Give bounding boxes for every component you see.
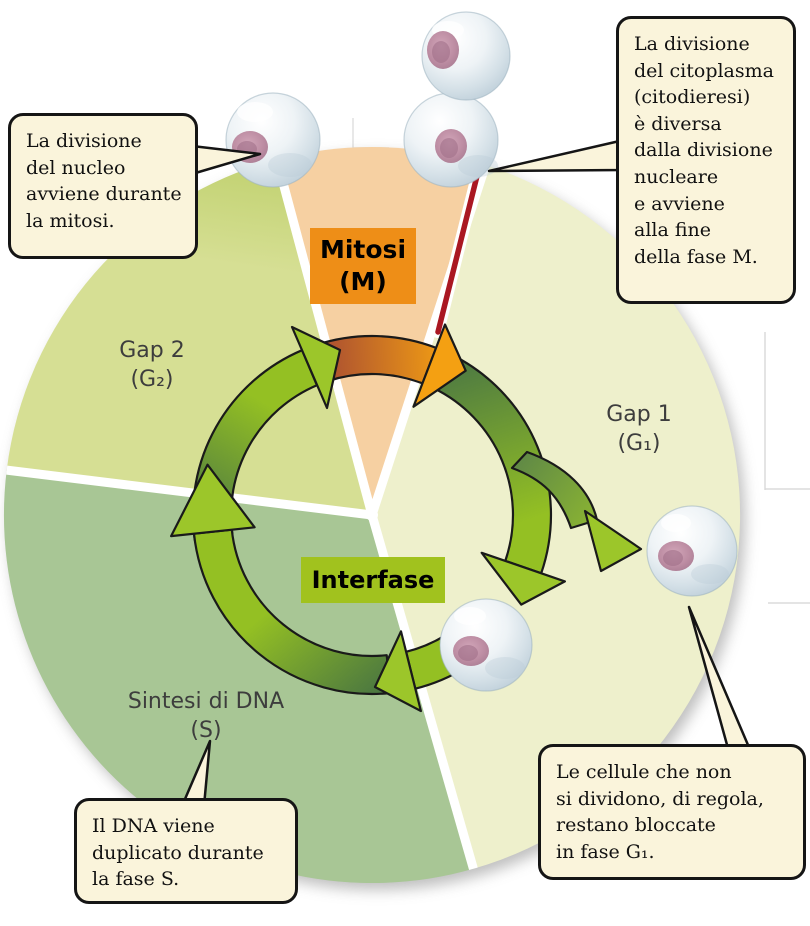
cell-illustrations bbox=[225, 11, 738, 692]
callout-nucleus-division: La divisione del nucleo avviene durante … bbox=[8, 113, 198, 259]
cytokinesis-marker bbox=[432, 158, 486, 338]
arrowhead-mitosis-orange bbox=[412, 323, 467, 408]
sector-g1 bbox=[372, 165, 741, 869]
label-dna-synthesis: Sintesi di DNA (S) bbox=[127, 689, 285, 744]
phase-box-mitosis: Mitosi (M) bbox=[310, 228, 416, 304]
arrowhead-top-left bbox=[290, 325, 342, 410]
dividing-cell-pair bbox=[403, 11, 511, 188]
label-gap2: Gap 2 (G₂) bbox=[119, 338, 185, 393]
arrow-band-g0-exit bbox=[510, 450, 599, 530]
cell-on-cycle-in-g1 bbox=[439, 598, 533, 692]
label-gap1: Gap 1 (G₁) bbox=[606, 402, 672, 457]
arrowhead-right bbox=[480, 551, 567, 606]
callout-dna-duplication: Il DNA viene duplicato durante la fase S… bbox=[74, 798, 298, 904]
phase-box-interphase: Interfase bbox=[301, 557, 445, 603]
pie-center bbox=[366, 509, 378, 521]
cell-entering-mitosis bbox=[225, 92, 321, 188]
arrowhead-bottom bbox=[373, 630, 422, 713]
arrowhead-left bbox=[170, 463, 256, 538]
callout-g0-blocked: Le cellule che non si dividono, di regol… bbox=[538, 744, 806, 880]
callout-cytokinesis: La divisione del citoplasma (citodieresi… bbox=[616, 16, 796, 304]
arrowhead-g0-exit bbox=[583, 509, 643, 573]
sector-g2 bbox=[6, 159, 372, 515]
pointer-cytokinesis-callout bbox=[487, 138, 626, 173]
cell-blocked-in-g1 bbox=[646, 505, 738, 597]
